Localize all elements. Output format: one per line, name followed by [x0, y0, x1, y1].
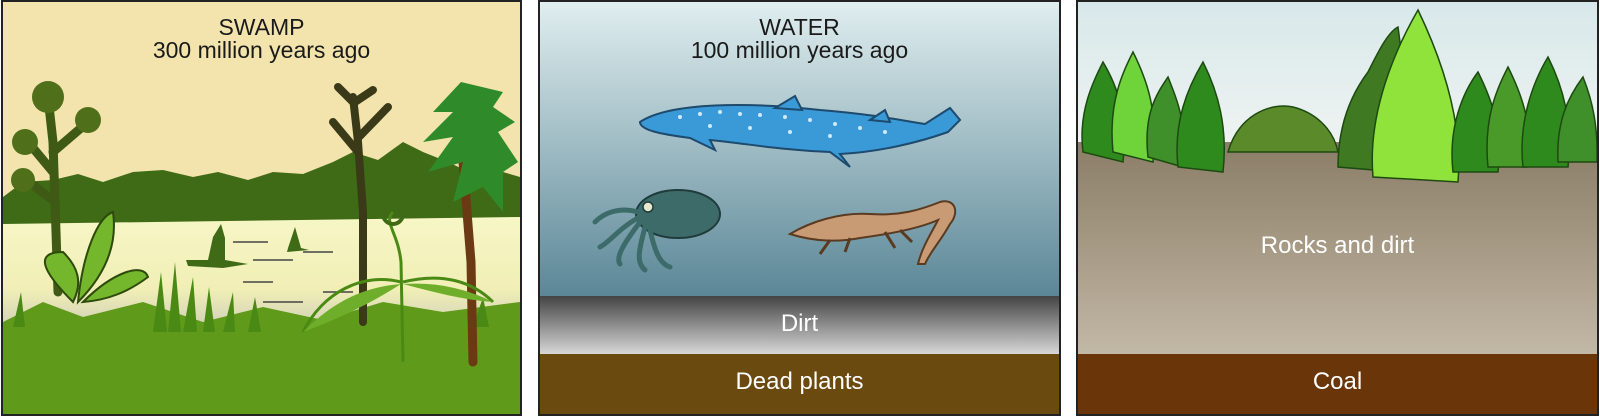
tree-stump [287, 227, 309, 252]
cuttlefish [592, 189, 721, 273]
fern-fronds [303, 283, 493, 332]
coal-layer [1078, 354, 1597, 414]
grass-tufts [13, 262, 489, 332]
swamp-title: SWAMP [218, 14, 305, 40]
dirt-layer [540, 296, 1059, 354]
tree-stump [186, 224, 248, 268]
dead-tree [329, 83, 392, 326]
broad-leaf-plant [43, 210, 150, 305]
forest [1081, 8, 1597, 183]
water-panel: WATER 100 million years ago Dirt Dead pl… [538, 0, 1061, 416]
water-subtitle: 100 million years ago [690, 37, 909, 63]
fern-fiddlehead [381, 202, 405, 226]
dirt-label: Dirt [780, 310, 819, 337]
present-panel: Rocks and dirt Coal [1076, 0, 1599, 416]
rocks-and-dirt-label: Rocks and dirt [1260, 232, 1415, 259]
dead-plants-layer [540, 354, 1059, 414]
swamp-ground [3, 302, 520, 414]
swamp-panel: SWAMP 300 million years ago [1, 0, 522, 416]
shark [638, 94, 962, 168]
present-illustration [1078, 2, 1597, 414]
rocks-and-dirt-layer [1078, 142, 1597, 354]
dead-plants-label: Dead plants [735, 368, 864, 395]
swamp-illustration [3, 2, 520, 414]
water-title: WATER [759, 14, 840, 40]
fern-plant [301, 210, 495, 363]
swamp-subtitle: 300 million years ago [152, 37, 371, 63]
water-ripples [233, 241, 353, 303]
pine-tree-foliage [423, 82, 518, 212]
water-illustration [540, 2, 1059, 414]
left-tree-leaves [11, 81, 101, 192]
amphibian-lizard [787, 200, 957, 265]
coal-label: Coal [1312, 368, 1363, 395]
